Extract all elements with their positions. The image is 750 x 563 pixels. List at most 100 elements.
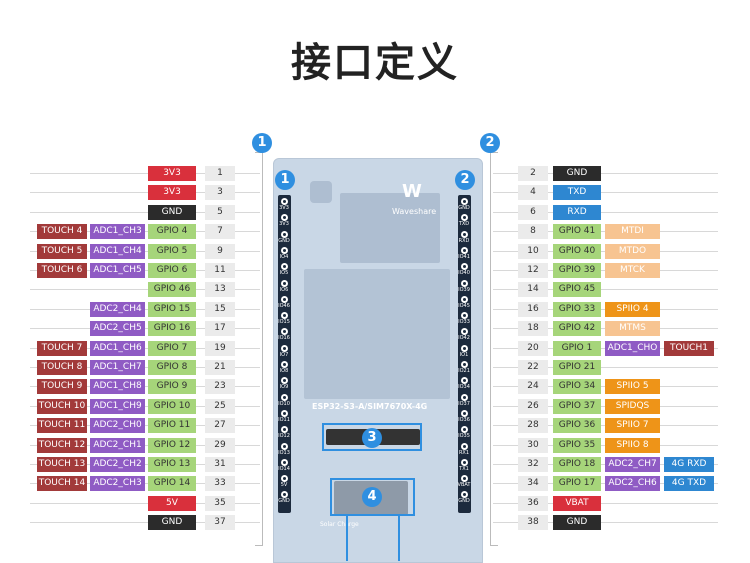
header-pin-label: IO15 xyxy=(278,319,290,326)
left-row-line xyxy=(30,386,260,387)
header-1-badge: 1 xyxy=(252,133,272,153)
antenna-connector xyxy=(310,181,332,203)
left-row-line xyxy=(30,445,260,446)
header-pin xyxy=(281,344,288,352)
left-touch-label: TOUCH 13 xyxy=(37,457,87,472)
left-gpio-label: GPIO 13 xyxy=(148,457,196,472)
right-pin-number: 16 xyxy=(518,302,548,317)
header-pin xyxy=(461,312,468,320)
left-adc-label: ADC2_CH3 xyxy=(90,476,145,491)
left-gpio-label: GPIO 46 xyxy=(148,282,196,297)
board-badge-2: 2 xyxy=(455,170,475,190)
left-pin-number: 5 xyxy=(205,205,235,220)
right-gpio-label: VBAT xyxy=(553,496,601,511)
header-pin xyxy=(461,377,468,385)
header-pin xyxy=(461,214,468,222)
left-row-line xyxy=(30,270,260,271)
right-pin-number: 14 xyxy=(518,282,548,297)
left-adc-label: ADC1_CH7 xyxy=(90,360,145,375)
header-pin-label: IO40 xyxy=(458,270,470,277)
left-gpio-label: GPIO 6 xyxy=(148,263,196,278)
left-row-line xyxy=(30,483,260,484)
right-pin-header xyxy=(458,195,471,513)
header-pin-label: IO41 xyxy=(458,253,470,260)
right-extra-label: 4G TXD xyxy=(664,476,714,491)
header-pin xyxy=(461,295,468,303)
header-pin xyxy=(281,214,288,222)
header-pin-label: TXD xyxy=(458,221,470,228)
header-pin xyxy=(461,279,468,287)
left-pin-number: 31 xyxy=(205,457,235,472)
right-pin-number: 32 xyxy=(518,457,548,472)
header-pin-label: IO13 xyxy=(278,449,290,456)
left-row-line xyxy=(30,192,260,193)
tf-slot-badge: 4 xyxy=(362,487,382,507)
left-pin-number: 11 xyxy=(205,263,235,278)
right-alt-label: SPIIO 8 xyxy=(605,438,660,453)
right-pin-number: 8 xyxy=(518,224,548,239)
board-model: ESP32-S3-A/SIM7670X-4G xyxy=(312,402,428,411)
left-pin-number: 37 xyxy=(205,515,235,530)
right-alt-label: ADC2_CH6 xyxy=(605,476,660,491)
right-row-line xyxy=(493,503,718,504)
header-pin-label: IO7 xyxy=(279,351,289,358)
left-pin-number: 13 xyxy=(205,282,235,297)
left-gpio-label: GPIO 8 xyxy=(148,360,196,375)
header-pin-label: IO6 xyxy=(279,286,289,293)
header-pin xyxy=(281,230,288,238)
header-pin-label: GND xyxy=(278,498,290,505)
left-adc-label: ADC1_CH9 xyxy=(90,399,145,414)
left-gpio-label: GPIO 15 xyxy=(148,302,196,317)
header-pin xyxy=(281,458,288,466)
left-gpio-label: GPIO 9 xyxy=(148,379,196,394)
header-pin-label: IO5 xyxy=(279,270,289,277)
right-gpio-label: GPIO 36 xyxy=(553,418,601,433)
header-pin-label: GND xyxy=(278,237,290,244)
right-row-line xyxy=(493,212,718,213)
left-adc-label: ADC1_CH4 xyxy=(90,244,145,259)
left-pin-number: 21 xyxy=(205,360,235,375)
header-pin-label: IO9 xyxy=(279,384,289,391)
left-pin-header xyxy=(278,195,291,513)
right-gpio-label: GPIO 45 xyxy=(553,282,601,297)
right-gpio-label: GPIO 33 xyxy=(553,302,601,317)
right-gpio-label: GPIO 1 xyxy=(553,341,601,356)
header-pin-label: IO34 xyxy=(458,384,470,391)
left-pin-number: 1 xyxy=(205,166,235,181)
solar-label: Solar Charge xyxy=(320,521,359,528)
right-extra-label: 4G RXD xyxy=(664,457,714,472)
header-pin xyxy=(461,409,468,417)
left-pin-number: 35 xyxy=(205,496,235,511)
header-pin xyxy=(281,409,288,417)
right-gpio-label: TXD xyxy=(553,185,601,200)
left-pin-number: 27 xyxy=(205,418,235,433)
left-row-line xyxy=(30,328,260,329)
right-pin-number: 12 xyxy=(518,263,548,278)
left-gpio-label: GPIO 14 xyxy=(148,476,196,491)
right-pin-number: 20 xyxy=(518,341,548,356)
right-alt-label: ADC2_CH7 xyxy=(605,457,660,472)
header-pin xyxy=(461,361,468,368)
right-gpio-label: GPIO 17 xyxy=(553,476,601,491)
header-pin xyxy=(461,442,468,450)
right-gpio-label: GPIO 40 xyxy=(553,244,601,259)
right-pin-number: 38 xyxy=(518,515,548,530)
header-pin xyxy=(281,312,288,320)
left-gpio-label: GND xyxy=(148,515,196,530)
header-pin-label: IO14 xyxy=(278,465,290,472)
header-pin xyxy=(281,491,288,499)
left-pin-number: 15 xyxy=(205,302,235,317)
right-alt-label: SPIIO 7 xyxy=(605,418,660,433)
header-pin-label: IO39 xyxy=(458,286,470,293)
right-gpio-label: GPIO 21 xyxy=(553,360,601,375)
header-pin xyxy=(461,475,468,483)
header-pin xyxy=(281,263,288,271)
right-row-line xyxy=(493,173,718,174)
left-touch-label: TOUCH 8 xyxy=(37,360,87,375)
header-pin xyxy=(461,344,468,352)
header-pin-label: IO35 xyxy=(458,433,470,440)
right-alt-label: ADC1_CHO xyxy=(605,341,660,356)
header-pin-label: 3V3 xyxy=(279,205,289,211)
left-pin-number: 3 xyxy=(205,185,235,200)
tf-slot-lead-right xyxy=(398,516,400,561)
